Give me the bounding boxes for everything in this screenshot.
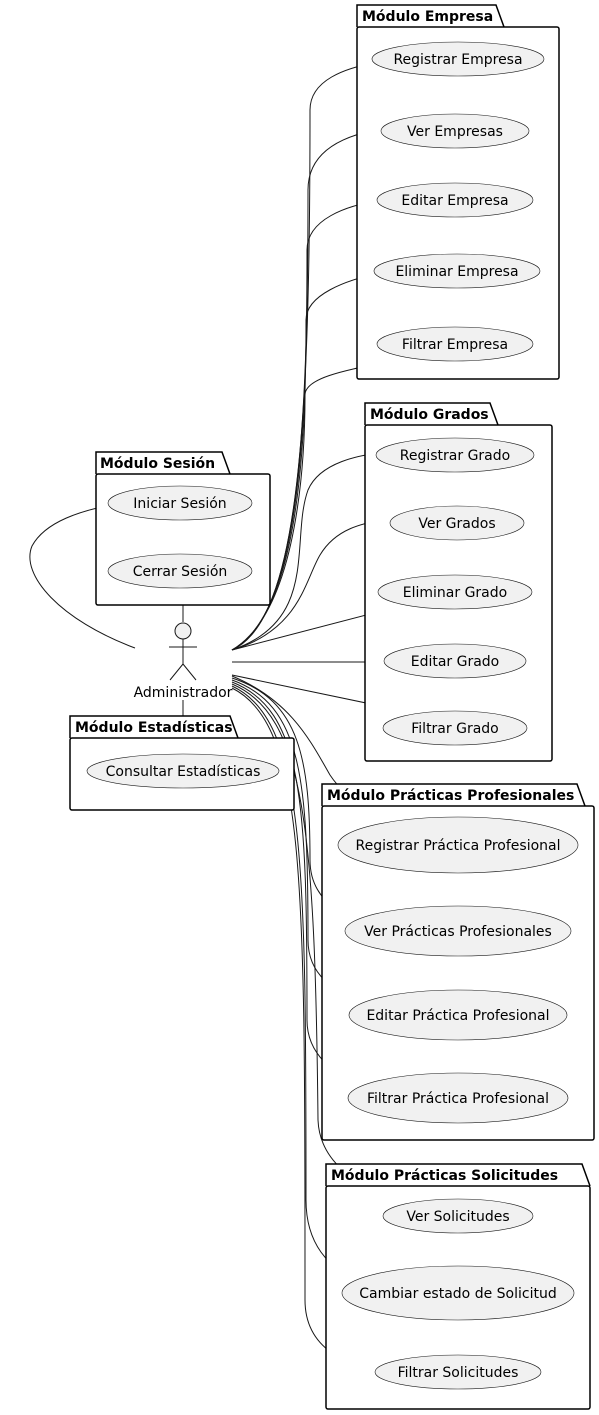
package-title: Módulo Empresa	[362, 9, 493, 25]
usecase-filtrar-solicitudes[interactable]	[374, 1354, 542, 1390]
usecase-eliminar-grado[interactable]	[377, 574, 533, 610]
usecase-label: Ver Solicitudes	[406, 1209, 509, 1225]
package-title: Módulo Prácticas Profesionales	[327, 788, 574, 804]
usecase-label: Consultar Estadísticas	[106, 764, 261, 780]
usecase-label: Ver Prácticas Profesionales	[364, 924, 552, 940]
association-ver-grados	[231, 517, 399, 651]
package-title: Módulo Estadísticas	[75, 720, 233, 736]
usecase-label: Iniciar Sesión	[133, 496, 226, 512]
usecase-ver-practicas-profesionales[interactable]	[344, 905, 572, 957]
usecase-editar-grado[interactable]	[383, 643, 527, 679]
usecase-cambiar-estado-solicitud[interactable]	[341, 1265, 575, 1321]
package-title: Módulo Grados	[370, 407, 489, 423]
package-tab	[356, 4, 505, 28]
usecase-label: Ver Empresas	[407, 124, 503, 140]
usecase-consultar-estadisticas[interactable]	[86, 753, 280, 789]
package-estadisticas: Módulo Estadísticas Consultar Estadístic…	[69, 715, 295, 811]
actor-head	[174, 622, 192, 640]
usecase-label: Editar Grado	[411, 654, 500, 670]
package-practicas-solicitudes: Módulo Prácticas Solicitudes Ver Solicit…	[325, 1163, 591, 1410]
usecase-label: Eliminar Grado	[403, 585, 507, 601]
usecase-filtrar-practica-profesional[interactable]	[347, 1072, 569, 1124]
usecase-label: Editar Empresa	[401, 193, 508, 209]
usecase-filtrar-grado[interactable]	[382, 710, 528, 746]
association-registrar-grado	[231, 451, 386, 651]
usecase-label: Ver Grados	[418, 516, 495, 532]
usecase-label: Registrar Práctica Profesional	[356, 838, 561, 854]
usecase-registrar-practica-profesional[interactable]	[337, 816, 579, 874]
package-grados: Módulo Grados Registrar Grado Ver Grados…	[364, 402, 553, 762]
package-title: Módulo Sesión	[100, 456, 215, 472]
usecase-label: Registrar Grado	[400, 448, 510, 464]
package-frame	[321, 805, 595, 1141]
usecase-label: Filtrar Solicitudes	[398, 1365, 519, 1381]
package-title: Módulo Prácticas Solicitudes	[331, 1168, 558, 1184]
actor-right-leg	[182, 663, 197, 681]
package-tab	[69, 715, 239, 739]
stick-figure-actor-icon	[169, 622, 197, 681]
actor-left-leg	[169, 663, 184, 681]
usecase-registrar-empresa[interactable]	[371, 41, 545, 77]
usecase-editar-practica-profesional[interactable]	[348, 989, 568, 1041]
usecase-editar-empresa[interactable]	[376, 182, 534, 218]
usecase-label: Filtrar Práctica Profesional	[367, 1091, 549, 1107]
association-cambiar-estado-solicitud	[231, 685, 355, 1279]
package-tab	[95, 451, 231, 475]
usecase-cerrar-sesion[interactable]	[107, 553, 253, 589]
usecase-label: Filtrar Empresa	[402, 337, 508, 353]
usecase-registrar-grado[interactable]	[375, 437, 535, 473]
usecase-label: Editar Práctica Profesional	[366, 1008, 549, 1024]
usecase-label: Eliminar Empresa	[395, 264, 518, 280]
usecase-label: Cerrar Sesión	[133, 564, 228, 580]
package-empresa: Módulo Empresa Registrar Empresa Ver Emp…	[356, 4, 560, 380]
association-filtrar-empresa	[231, 357, 407, 651]
usecase-filtrar-empresa[interactable]	[376, 326, 534, 362]
package-tab	[364, 402, 499, 426]
usecase-label: Cambiar estado de Solicitud	[359, 1286, 556, 1302]
usecase-ver-empresas[interactable]	[380, 113, 530, 149]
usecase-label: Filtrar Grado	[411, 721, 498, 737]
usecase-ver-grados[interactable]	[389, 505, 525, 541]
usecase-eliminar-empresa[interactable]	[373, 253, 541, 289]
usecase-iniciar-sesion[interactable]	[107, 485, 253, 521]
package-practicas-profesionales: Módulo Prácticas Profesionales Registrar…	[321, 783, 595, 1141]
usecase-ver-solicitudes[interactable]	[382, 1198, 534, 1234]
package-sesion: Módulo Sesión Iniciar Sesión Cerrar Sesi…	[95, 451, 271, 606]
usecase-label: Registrar Empresa	[393, 52, 522, 68]
actor-administrador[interactable]: Administrador	[134, 622, 233, 701]
association-iniciar-sesion	[29, 502, 136, 649]
association-eliminar-empresa	[231, 271, 385, 651]
actor-label: Administrador	[134, 685, 233, 701]
package-tab	[325, 1163, 591, 1187]
package-tab	[321, 783, 586, 807]
